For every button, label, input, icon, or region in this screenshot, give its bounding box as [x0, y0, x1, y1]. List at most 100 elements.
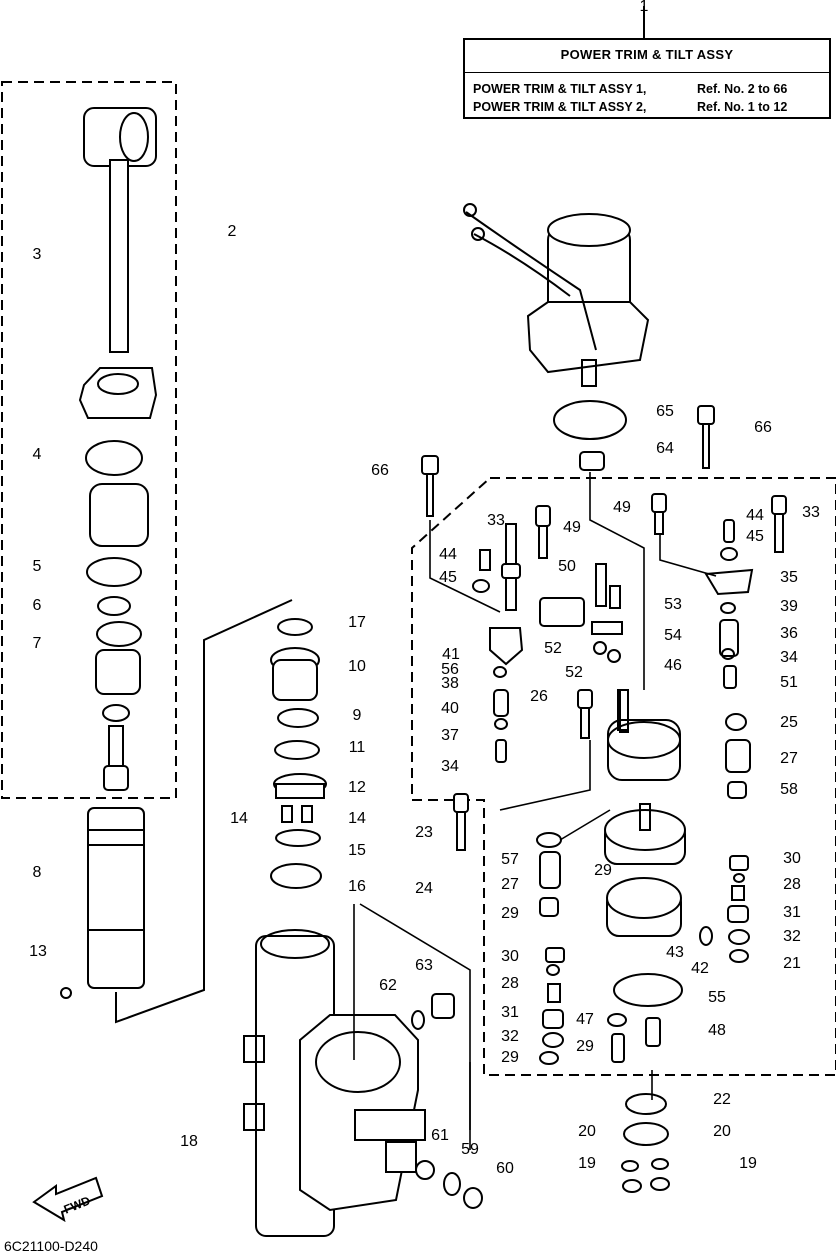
- ref-row-1-assembly: POWER TRIM & TILT ASSY 1,: [473, 82, 647, 96]
- fwd-arrow-icon: [32, 1176, 104, 1223]
- callout: 30: [783, 850, 801, 867]
- callout: 36: [780, 625, 798, 642]
- callout: 1: [639, 0, 649, 15]
- callout: 45: [746, 528, 764, 545]
- callout: 19: [739, 1155, 757, 1172]
- callout: 28: [783, 876, 801, 893]
- valve-parts: [453, 493, 787, 1193]
- callout: 32: [501, 1028, 519, 1045]
- callout: 35: [780, 569, 798, 586]
- callout: 66: [371, 462, 389, 479]
- callout: 44: [746, 507, 764, 524]
- callout: 18: [180, 1133, 198, 1150]
- tilt-cylinder-18: [243, 929, 426, 1237]
- callout: 46: [664, 657, 682, 674]
- callout: 64: [656, 440, 674, 457]
- pump-body: [604, 689, 686, 1007]
- callout: 55: [708, 989, 726, 1006]
- callout: 9: [352, 707, 362, 724]
- callout: 19: [578, 1155, 596, 1172]
- callout: 2: [227, 223, 237, 240]
- callout: 65: [656, 403, 674, 420]
- callout: 14: [348, 810, 366, 827]
- callout: 13: [29, 943, 47, 960]
- middle-stack: [270, 618, 327, 889]
- callout: 52: [544, 640, 562, 657]
- callout: 20: [713, 1123, 731, 1140]
- callout: 54: [664, 627, 682, 644]
- callout: 26: [530, 688, 548, 705]
- ref-row-2-ref: Ref. No. 1 to 12: [697, 100, 788, 114]
- callout: 8: [32, 864, 42, 881]
- callout: 29: [576, 1038, 594, 1055]
- callout: 29: [501, 905, 519, 922]
- callout: 27: [780, 750, 798, 767]
- title-divider: [465, 72, 829, 73]
- callout: 58: [780, 781, 798, 798]
- callout: 5: [32, 558, 42, 575]
- tilt-rod-assembly: [78, 107, 158, 791]
- callout: 48: [708, 1022, 726, 1039]
- title-box: POWER TRIM & TILT ASSY POWER TRIM & TILT…: [463, 38, 831, 119]
- callout: 29: [501, 1049, 519, 1066]
- ref-row-1-ref: Ref. No. 2 to 66: [697, 82, 788, 96]
- callout: 31: [501, 1004, 519, 1021]
- callout: 43: [666, 944, 684, 961]
- callout: 62: [379, 977, 397, 994]
- callout: 39: [780, 598, 798, 615]
- callout: 59: [461, 1141, 479, 1158]
- callout: 28: [501, 975, 519, 992]
- callout: 63: [415, 957, 433, 974]
- callout: 33: [802, 504, 820, 521]
- callout: 50: [558, 558, 576, 575]
- group-2-dashed-outline: [1, 81, 177, 799]
- motor-assembly: [421, 203, 715, 517]
- callout: 10: [348, 658, 366, 675]
- group-24-dashed-outline: [411, 477, 836, 1076]
- callout: 25: [780, 714, 798, 731]
- callout: 56: [441, 661, 459, 678]
- callout: 27: [501, 876, 519, 893]
- callout: 3: [32, 246, 42, 263]
- callout: 41: [442, 646, 460, 663]
- callout: 49: [613, 499, 631, 516]
- callout: 53: [664, 596, 682, 613]
- callout: 51: [780, 674, 798, 691]
- callout: 12: [348, 779, 366, 796]
- callout: 33: [487, 512, 505, 529]
- callout: 11: [348, 739, 366, 756]
- shaft-connector-lines: [353, 472, 717, 1150]
- callout: 23: [415, 824, 433, 841]
- callout: 20: [578, 1123, 596, 1140]
- callout: 14: [230, 810, 248, 827]
- callout: 47: [576, 1011, 594, 1028]
- callout: 17: [348, 614, 366, 631]
- cylinder-8: [60, 807, 145, 999]
- callout: 31: [783, 904, 801, 921]
- callout: 6: [32, 597, 42, 614]
- callout: 57: [501, 851, 519, 868]
- callout: 34: [441, 758, 459, 775]
- callout: 32: [783, 928, 801, 945]
- connector-8-to-tilt: [115, 599, 293, 1024]
- small-parts-59-63: [411, 993, 483, 1209]
- callout: 42: [691, 960, 709, 977]
- callout: 24: [415, 880, 433, 897]
- callout: 4: [32, 446, 42, 463]
- drawing-code: 6C21100-D240: [4, 1238, 98, 1254]
- callout: 37: [441, 727, 459, 744]
- callout: 44: [439, 546, 457, 563]
- callout: 40: [441, 700, 459, 717]
- callout: 21: [783, 955, 801, 972]
- callout: 16: [348, 878, 366, 895]
- ref-row-2: POWER TRIM & TILT ASSY 2, Ref. No. 1 to 1…: [473, 100, 787, 114]
- title-text: POWER TRIM & TILT ASSY: [560, 47, 734, 62]
- callout: 29: [594, 862, 612, 879]
- ref-row-2-assembly: POWER TRIM & TILT ASSY 2,: [473, 100, 647, 114]
- callout: 66: [754, 419, 772, 436]
- callout: 60: [496, 1160, 514, 1177]
- callout: 34: [780, 649, 798, 666]
- ref-row-1: POWER TRIM & TILT ASSY 1, Ref. No. 2 to 6…: [473, 82, 787, 96]
- callout: 15: [348, 842, 366, 859]
